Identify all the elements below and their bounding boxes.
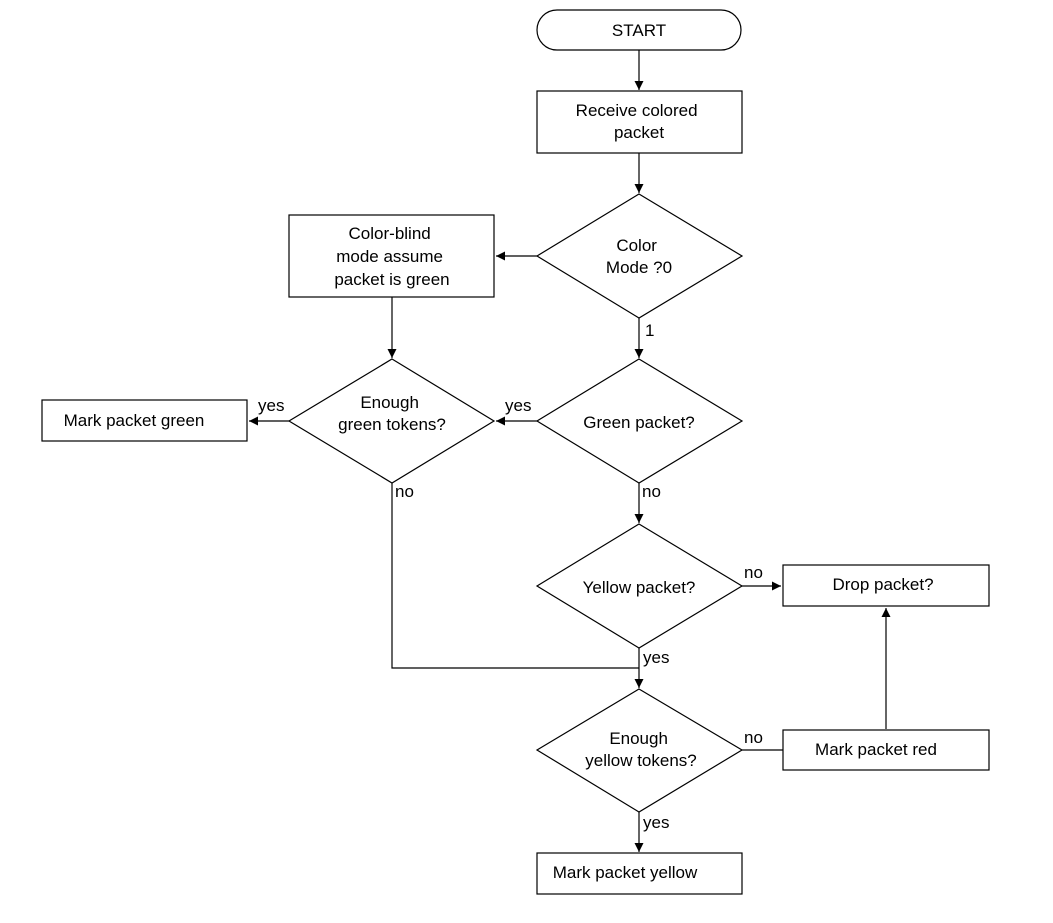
edge-label-mode-one: 1 [645, 321, 654, 340]
node-label: Color-blind mode assume packet is green [334, 224, 449, 289]
node-mark-yellow: Mark packet yellow [536, 852, 743, 895]
edge-labels: 1 yes yes no no no yes no yes [258, 321, 763, 832]
node-drop-packet: Drop packet? [782, 564, 990, 607]
edge-label-yellow-yes: yes [643, 648, 669, 667]
process-shape [536, 90, 743, 154]
node-line: Mark packet red [815, 740, 937, 759]
decision-shape [535, 523, 744, 649]
node-line: Enough [609, 729, 668, 748]
node-line: Color-blind [349, 224, 431, 243]
node-color-mode-decision: Color Mode ?0 [535, 193, 744, 319]
node-label: Green packet? [583, 413, 695, 432]
decision-shape [535, 358, 744, 484]
node-label: Mark packet red [815, 740, 937, 759]
edge-label-tokens-green-no: no [395, 482, 414, 501]
decision-shape [535, 193, 744, 319]
node-label: Yellow packet? [583, 578, 696, 597]
node-line: START [612, 21, 666, 40]
node-enough-green-decision: Enough green tokens? [287, 358, 496, 484]
node-line: Green packet? [583, 413, 695, 432]
node-green-packet-decision: Green packet? [535, 358, 744, 484]
node-label: Receive colored packet [576, 101, 703, 142]
node-line: Yellow packet? [583, 578, 696, 597]
node-label: Enough yellow tokens? [585, 729, 697, 770]
node-line: Drop packet? [832, 575, 933, 594]
node-label: Mark packet yellow [553, 863, 698, 882]
node-color-blind-mode: Color-blind mode assume packet is green [288, 214, 495, 298]
node-mark-green: Mark packet green [41, 399, 248, 442]
node-mark-red: Mark packet red [782, 729, 990, 771]
node-line: Enough [360, 393, 419, 412]
process-shape [536, 852, 743, 895]
node-label: Color Mode ?0 [606, 236, 672, 277]
node-enough-yellow-decision: Enough yellow tokens? [535, 688, 744, 813]
edge-enoughgreen-enoughyellow [391, 483, 639, 669]
process-shape [288, 214, 495, 298]
node-line: mode assume [336, 247, 443, 266]
node-line: Receive colored [576, 101, 698, 120]
node-line: packet [614, 123, 664, 142]
edge-label-tokens-yellow-yes: yes [643, 813, 669, 832]
node-label: Enough green tokens? [338, 393, 446, 434]
node-line: Mode ?0 [606, 258, 672, 277]
node-start: START [536, 9, 742, 51]
node-label: Mark packet green [64, 411, 205, 430]
process-shape [782, 729, 990, 771]
node-line: Mark packet green [64, 411, 205, 430]
edges [249, 50, 891, 852]
edge-label-tokens-green-yes: yes [258, 396, 284, 415]
node-line: Color [616, 236, 657, 255]
decision-shape [287, 358, 496, 484]
node-line: Mark packet yellow [553, 863, 698, 882]
node-line: green tokens? [338, 415, 446, 434]
edge-label-green-no: no [642, 482, 661, 501]
decision-shape [535, 688, 744, 813]
node-line: packet is green [334, 270, 449, 289]
node-label: START [612, 21, 666, 40]
node-yellow-packet-decision: Yellow packet? [535, 523, 744, 649]
node-receive-packet: Receive colored packet [536, 90, 743, 154]
process-shape [782, 564, 990, 607]
node-label: Drop packet? [832, 575, 933, 594]
edge-label-green-yes: yes [505, 396, 531, 415]
terminator-shape [536, 9, 742, 51]
edge-label-yellow-no: no [744, 563, 763, 582]
edge-label-tokens-yellow-no: no [744, 728, 763, 747]
node-line: yellow tokens? [585, 751, 697, 770]
process-shape [41, 399, 248, 442]
